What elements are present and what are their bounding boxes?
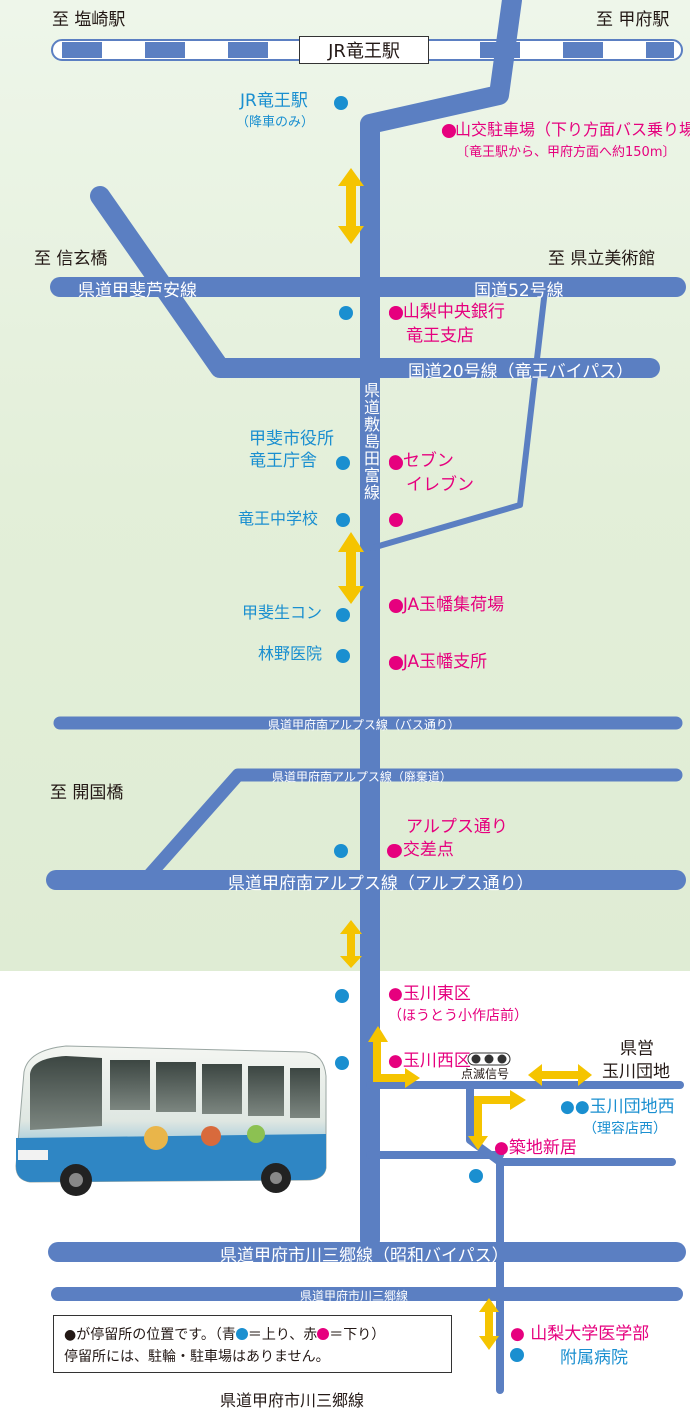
legend-line-1b: ＝上り、赤 [247, 1327, 318, 1343]
label-kenei: 県営 [620, 1039, 654, 1059]
arrow-north-3 [340, 920, 362, 968]
map-background [0, 0, 690, 971]
stop-hospital-2: 附属病院 [560, 1348, 628, 1368]
stop-alps-crossing-2: ●交差点 [388, 840, 454, 860]
label-to-bijutsukan: 至 県立美術館 [548, 249, 656, 269]
road-alps-bus: 県道甲府南アルプス線（バス通り） [268, 718, 460, 732]
legend-pink-dot [317, 1328, 330, 1340]
label-to-shiozaki: 至 塩崎駅 [52, 10, 126, 30]
stop-yamanashi-bank-2: 竜王支店 [406, 326, 474, 346]
stop-up-jr-ryuo [334, 96, 348, 110]
legend-box: ●が停留所の位置です。（青 ＝上り、赤 ＝下り） 停留所には、駐輪・駐車場はありませ… [53, 1315, 452, 1373]
label-to-kaikokubashi: 至 開国橋 [50, 783, 124, 803]
road-route52: 国道52号線 [474, 281, 564, 301]
stop-tamagawa-west: ●玉川西区 [388, 1051, 471, 1071]
bus-photo [6, 1030, 328, 1200]
arrow-north-2 [338, 532, 364, 604]
stop-down-ryuo-chu [389, 513, 403, 527]
stop-up-tamagawa-east [335, 989, 349, 1003]
label-blinking-signal: 点滅信号 [461, 1067, 510, 1081]
arrow-danchi-west [468, 1090, 526, 1150]
stop-hospital: ● 山梨大学医学部 [510, 1324, 650, 1344]
road-alps-old: 県道甲府南アルプス線（廃棄道） [272, 770, 452, 784]
label-to-shingenbashi: 至 信玄橋 [34, 249, 108, 269]
stop-down-seven [389, 456, 403, 470]
stop-down-ja-branch [389, 656, 403, 670]
arrow-tamagawa-nishi [368, 1026, 420, 1088]
road-route20: 国道20号線（竜王バイパス） [408, 362, 634, 382]
direction-arrows [338, 168, 592, 1350]
stop-ja-branch: ●JA玉幡支所 [388, 652, 488, 672]
arrow-north-1 [338, 168, 364, 244]
jr-ryuo-station: JR竜王駅 [299, 36, 429, 64]
stop-tamagawa-east-note: （ほうとう小作店前） [388, 1008, 528, 1024]
stop-up-hayashino [336, 649, 350, 663]
label-to-kofu: 至 甲府駅 [596, 10, 670, 30]
stop-kai-city: 甲斐市役所 [249, 429, 334, 449]
roads [46, 0, 686, 1394]
road-shikishima: 県道敷島田富線 [361, 382, 380, 501]
arrow-danchi [528, 1064, 592, 1086]
road-ichikawa: 県道甲府市川三郷線 [300, 1289, 409, 1303]
legend-line-1: ●が停留所の位置です。（青 ＝上り、赤 ＝下り） [64, 1324, 451, 1346]
stop-danchi-west: ●●玉川団地西 [560, 1097, 675, 1117]
stop-up-tsukiji [469, 1169, 483, 1183]
stop-up-kaisei [336, 608, 350, 622]
stop-down-ja-shuka [389, 599, 403, 613]
legend-blue-dot [235, 1328, 248, 1340]
stop-up-alps [334, 844, 348, 858]
road-ichikawa-bottom: 県道甲府市川三郷線 [220, 1391, 365, 1410]
label-tamagawa-danchi: 玉川団地 [602, 1062, 670, 1082]
stop-kaisei-con: 甲斐生コン [242, 603, 323, 622]
road-showa: 県道甲府市川三郷線（昭和バイパス） [220, 1246, 509, 1266]
stop-down-sanko [442, 124, 456, 138]
stop-dots [334, 96, 524, 1362]
blinking-signal-icon [467, 1052, 511, 1066]
stop-up-hospital [510, 1348, 524, 1362]
stop-down-alps [387, 844, 401, 858]
stop-jr-ryuo-note: （降車のみ） [236, 115, 315, 130]
stop-ryuo-chu: 竜王中学校 [238, 509, 319, 528]
stop-ja-shuka: ●JA玉幡集荷場 [388, 595, 505, 615]
stop-up-kai-city [336, 456, 350, 470]
stop-down-bank [389, 306, 403, 320]
stop-seven-2: イレブン [406, 475, 474, 495]
stop-tsukiji: ●築地新居 [494, 1138, 577, 1158]
stop-up-ryuo-chu [336, 513, 350, 527]
stop-up-tamagawa-west [335, 1056, 349, 1070]
stop-seven: ●セブン [388, 451, 454, 471]
stop-sanko-parking-note: 〔竜王駅から、甲府方面へ約150m〕 [456, 145, 676, 160]
stop-hayashino: 林野医院 [258, 644, 323, 663]
stop-danchi-west-note: （理容店西） [583, 1121, 667, 1137]
road-alps-main: 県道甲府南アルプス線（アルプス通り） [228, 874, 534, 894]
stop-alps-crossing: アルプス通り [406, 817, 508, 837]
legend-line-1c: ＝下り） [329, 1327, 386, 1343]
road-kai-ashiyasu: 県道甲斐芦安線 [78, 281, 197, 301]
legend-line-2: 停留所には、駐輪・駐車場はありません。 [64, 1349, 330, 1366]
arrow-hospital [479, 1298, 499, 1350]
stop-up-bank [339, 306, 353, 320]
legend-line-1a: ●が停留所の位置です。（青 [64, 1327, 236, 1343]
stop-sanko-parking: ●山交駐車場（下り方面バス乗り場） [441, 120, 690, 139]
stop-tamagawa-east: ●玉川東区 [388, 984, 471, 1004]
stop-yamanashi-bank: ●山梨中央銀行 [388, 302, 505, 322]
stop-kai-city-2: 竜王庁舎 [249, 451, 317, 471]
stop-jr-ryuo: JR竜王駅 [240, 91, 308, 111]
